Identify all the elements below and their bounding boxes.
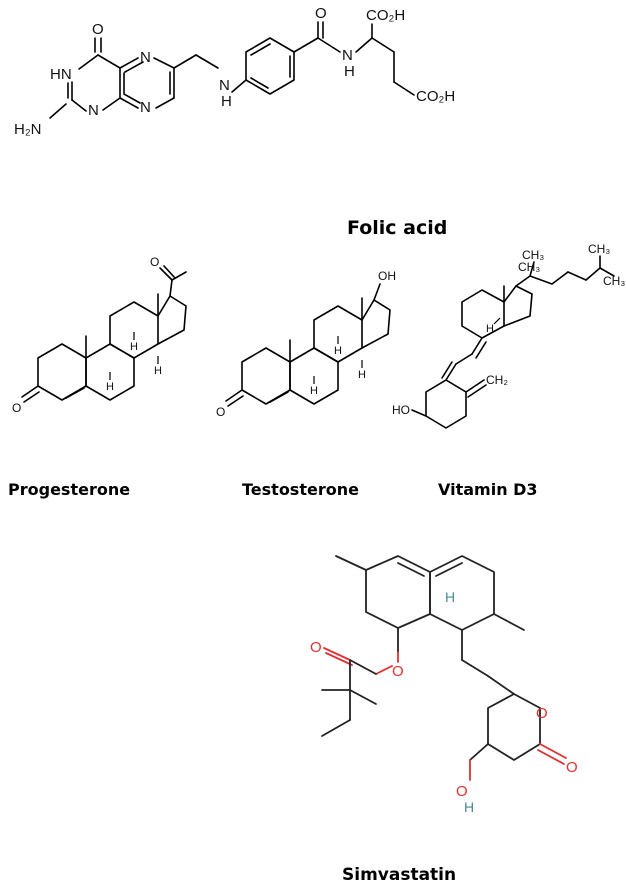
vitamin-d3-caption: Vitamin D3: [438, 480, 538, 499]
progesterone-o-ketone: O: [12, 401, 21, 415]
vitamin-d3-ch2: CH₂: [486, 373, 508, 387]
progesterone-atom-labels: O O H H H: [12, 255, 162, 415]
vitamin-d3-ch3-3: CH₃: [588, 242, 610, 256]
testosterone-atom-labels: O OH H H H: [216, 269, 396, 419]
folic-acid-caption: Folic acid: [347, 217, 448, 239]
simvastatin-o-carbonyl: O: [310, 639, 322, 656]
simvastatin-o-hydroxyl: O: [456, 783, 468, 800]
vitamin-d3-ch3-4: CH₃: [603, 274, 625, 288]
folic-amide-o: O: [315, 5, 327, 22]
testosterone-oh: OH: [378, 269, 396, 283]
simvastatin-h-ring: H: [445, 589, 455, 605]
testosterone-h3: H: [358, 369, 366, 381]
simvastatin-o-lactone: O: [536, 705, 548, 722]
folic-amide-n: N: [342, 47, 353, 64]
testosterone-caption: Testosterone: [242, 480, 359, 499]
folic-co2h-side: CO₂H: [416, 88, 455, 105]
vitamin-d3-h: H: [486, 323, 494, 335]
folic-n1: N: [88, 102, 99, 119]
folic-amine-h: H: [221, 93, 232, 110]
folic-hn: HN: [50, 66, 72, 83]
simvastatin-o-ester: O: [392, 663, 404, 680]
testosterone-o-ketone: O: [216, 405, 225, 419]
testosterone-h2: H: [334, 345, 342, 357]
simvastatin-h-hydroxyl: H: [464, 799, 474, 815]
folic-acid-atom-labels: O HN N N N H₂N N H O N H CO₂H CO₂H: [14, 5, 455, 138]
simvastatin-o-lactone-keto: O: [566, 759, 578, 776]
simvastatin-atom-labels: H O O O O O H: [310, 589, 578, 815]
progesterone-h2: H: [130, 341, 138, 353]
testosterone-h1: H: [310, 385, 318, 397]
vitamin-d3-ch3-1: CH₃: [518, 260, 540, 274]
vitamin-d3-ch3-2: CH₃: [522, 248, 544, 262]
folic-n8: N: [140, 99, 151, 116]
folic-co2h-top: CO₂H: [366, 7, 405, 24]
progesterone-caption: Progesterone: [8, 480, 131, 499]
vitamin-d3-atom-labels: CH₃ CH₃ CH₃ CH₃ H CH₂ HO: [392, 242, 625, 417]
folic-amide-h: H: [344, 63, 355, 80]
folic-amine-n: N: [219, 77, 230, 94]
folic-o-keto: O: [92, 21, 104, 38]
simvastatin-caption: Simvastatin: [342, 865, 457, 885]
folic-h2n: H₂N: [14, 121, 42, 138]
progesterone-o-acetyl: O: [150, 255, 159, 269]
progesterone-h3: H: [154, 365, 162, 377]
folic-n5: N: [140, 49, 151, 66]
vitamin-d3-ho: HO: [392, 403, 410, 417]
progesterone-h1: H: [106, 381, 114, 393]
